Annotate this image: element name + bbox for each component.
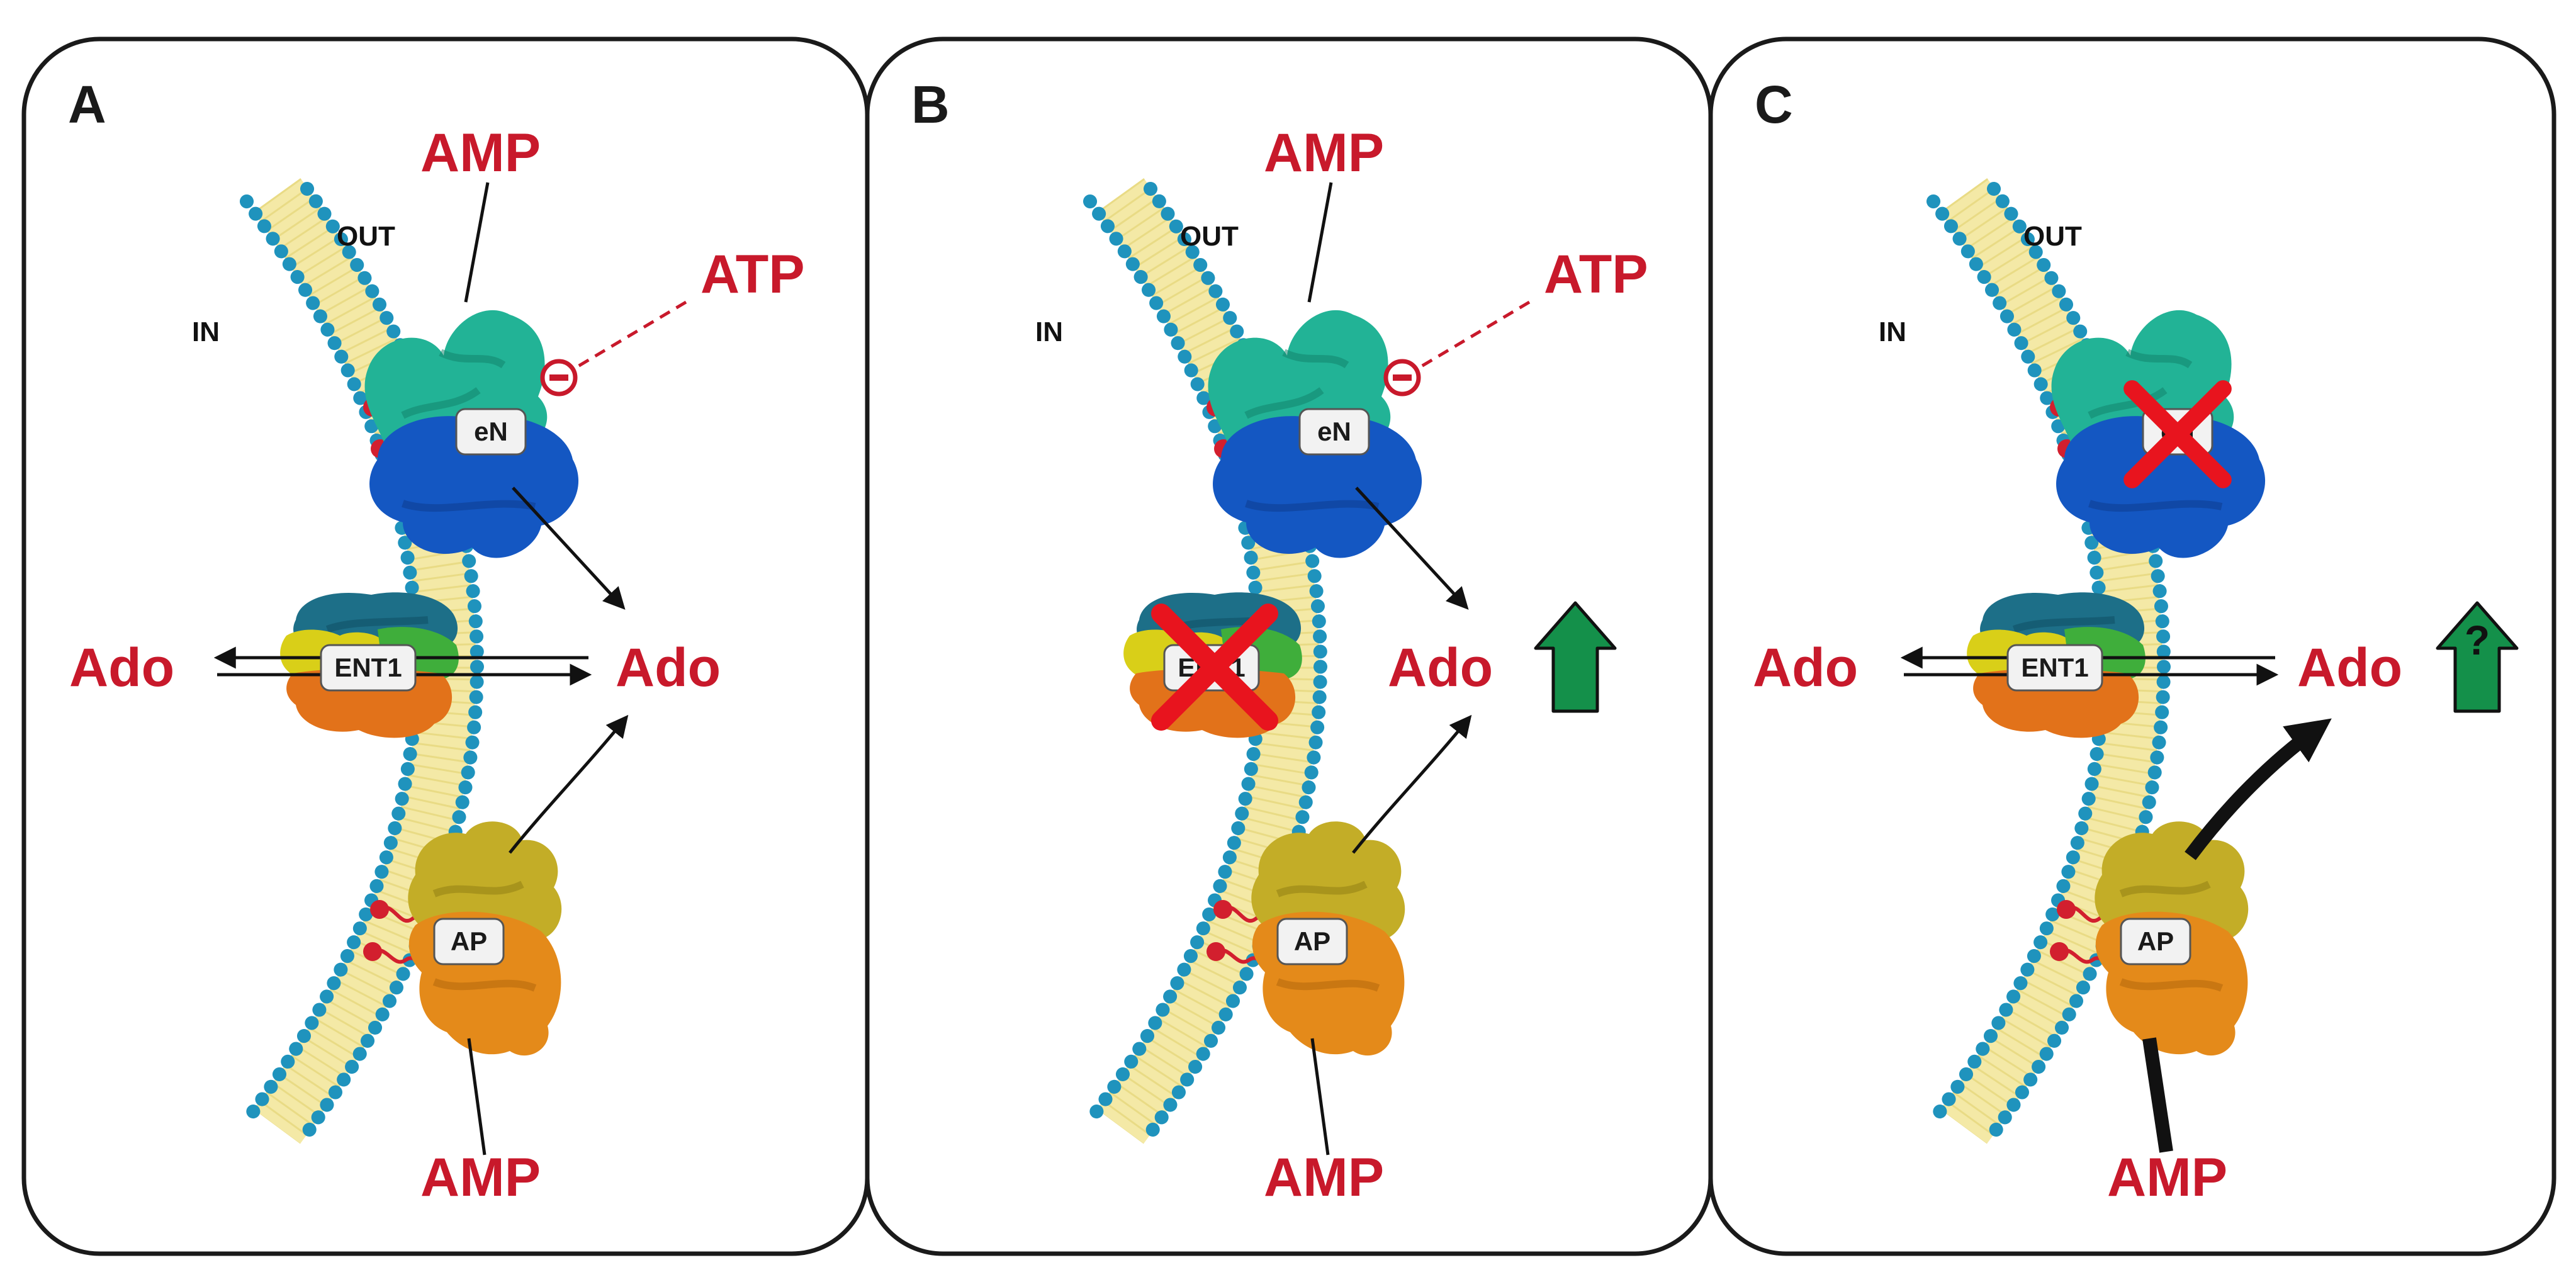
en-tag-b: eN bbox=[1317, 417, 1351, 446]
panel-letter-b: B bbox=[911, 75, 950, 134]
question-mark-c: ? bbox=[2465, 617, 2490, 663]
inhibition-minus-icon-a bbox=[540, 359, 578, 396]
amp-bottom-label-c: AMP bbox=[2107, 1147, 2227, 1208]
ap-to-ado-arrow-a bbox=[509, 714, 629, 854]
en-tag-a: eN bbox=[474, 417, 508, 446]
ado-right-label-c: Ado bbox=[2297, 638, 2402, 698]
en-to-ado-arrow-a bbox=[512, 486, 626, 610]
out-label-c: OUT bbox=[2023, 221, 2082, 252]
ap-to-ado-bold-arrow-c bbox=[2185, 718, 2332, 860]
in-label-c: IN bbox=[1879, 317, 1906, 347]
amp-bottom-label-a: AMP bbox=[420, 1147, 541, 1208]
inhibition-minus-icon-b bbox=[1383, 359, 1421, 396]
amp-bottom-label-b: AMP bbox=[1264, 1147, 1384, 1208]
ent1-tag-c: ENT1 bbox=[2021, 653, 2088, 682]
atp-inhibition-line-a bbox=[568, 300, 687, 373]
panel-letter-c: C bbox=[1755, 75, 1793, 134]
atp-label-a: ATP bbox=[700, 244, 805, 305]
panel-c-frame bbox=[1708, 37, 2556, 1256]
ap-tag-c: AP bbox=[2137, 926, 2174, 956]
out-label-a: OUT bbox=[337, 221, 395, 252]
panel-b: B OUT IN AMP ATP eN ENT1 AP Ado AMP bbox=[865, 37, 1713, 1256]
ado-left-label-a: Ado bbox=[69, 638, 174, 698]
amp-bottom-line-a bbox=[467, 1038, 487, 1155]
green-up-arrow-icon-b bbox=[1534, 601, 1617, 713]
ado-right-label-a: Ado bbox=[616, 638, 721, 698]
in-label-b: IN bbox=[1035, 317, 1063, 347]
ap-to-ado-arrow-b bbox=[1352, 714, 1472, 854]
atp-inhibition-line-b bbox=[1412, 300, 1531, 373]
out-label-b: OUT bbox=[1180, 221, 1239, 252]
ado-left-label-c: Ado bbox=[1753, 638, 1858, 698]
atp-label-b: ATP bbox=[1544, 244, 1648, 305]
panel-c: C OUT IN eN ENT1 AP Ado Ado ? AMP bbox=[1708, 37, 2556, 1256]
ado-right-label-b: Ado bbox=[1388, 638, 1493, 698]
amp-bottom-line-b bbox=[1310, 1038, 1330, 1155]
amp-top-line-a bbox=[464, 182, 490, 303]
panel-a: A OUT IN AMP ATP eN ENT1 AP Ado Ado AMP bbox=[21, 37, 870, 1256]
in-label-a: IN bbox=[192, 317, 220, 347]
ap-tag-a: AP bbox=[451, 926, 487, 956]
ent1-tag-a: ENT1 bbox=[334, 653, 402, 682]
amp-top-label-a: AMP bbox=[420, 123, 541, 183]
panel-letter-a: A bbox=[68, 75, 106, 134]
green-up-arrow-icon-c bbox=[2436, 601, 2519, 713]
amp-top-label-b: AMP bbox=[1264, 123, 1384, 183]
amp-bottom-bold-line-c bbox=[2142, 1037, 2173, 1153]
ap-tag-b: AP bbox=[1294, 926, 1330, 956]
en-to-ado-arrow-b bbox=[1355, 486, 1469, 610]
amp-top-line-b bbox=[1307, 182, 1333, 303]
